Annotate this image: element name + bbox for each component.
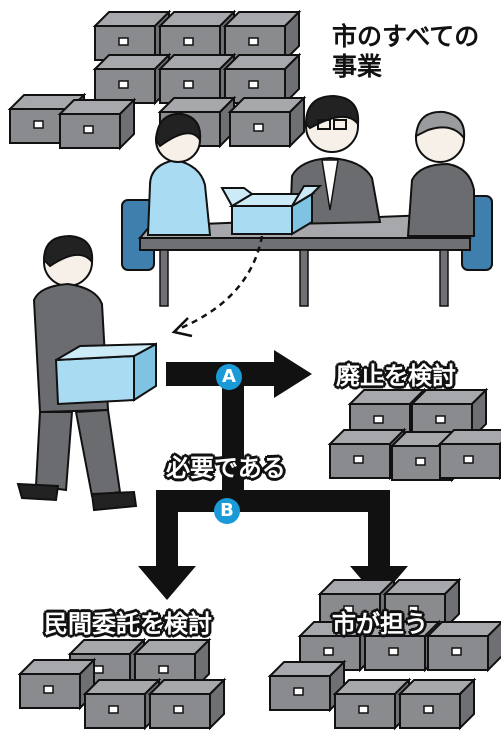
badge-b: B (214, 498, 240, 524)
dashed-arrow-head (171, 317, 193, 338)
abolish-box-stack (329, 389, 501, 481)
carried-blue-box (54, 342, 157, 406)
label-city: 市が担う (332, 610, 428, 638)
person-woman-left (146, 112, 212, 236)
label-abolish: 廃止を検討 (336, 362, 456, 390)
top-box-stack (9, 11, 305, 149)
outsource-box-stack (19, 639, 225, 729)
label-outsource: 民間委託を検討 (44, 610, 212, 638)
badge-a: A (216, 364, 242, 390)
city-box-stack (269, 579, 501, 729)
title-all-city-projects: 市のすべての事業 (332, 22, 480, 81)
blue-box-on-table (220, 185, 323, 236)
dashed-arrow (175, 235, 264, 332)
label-necessary: 必要である (166, 454, 286, 482)
person-man-right (406, 110, 475, 237)
